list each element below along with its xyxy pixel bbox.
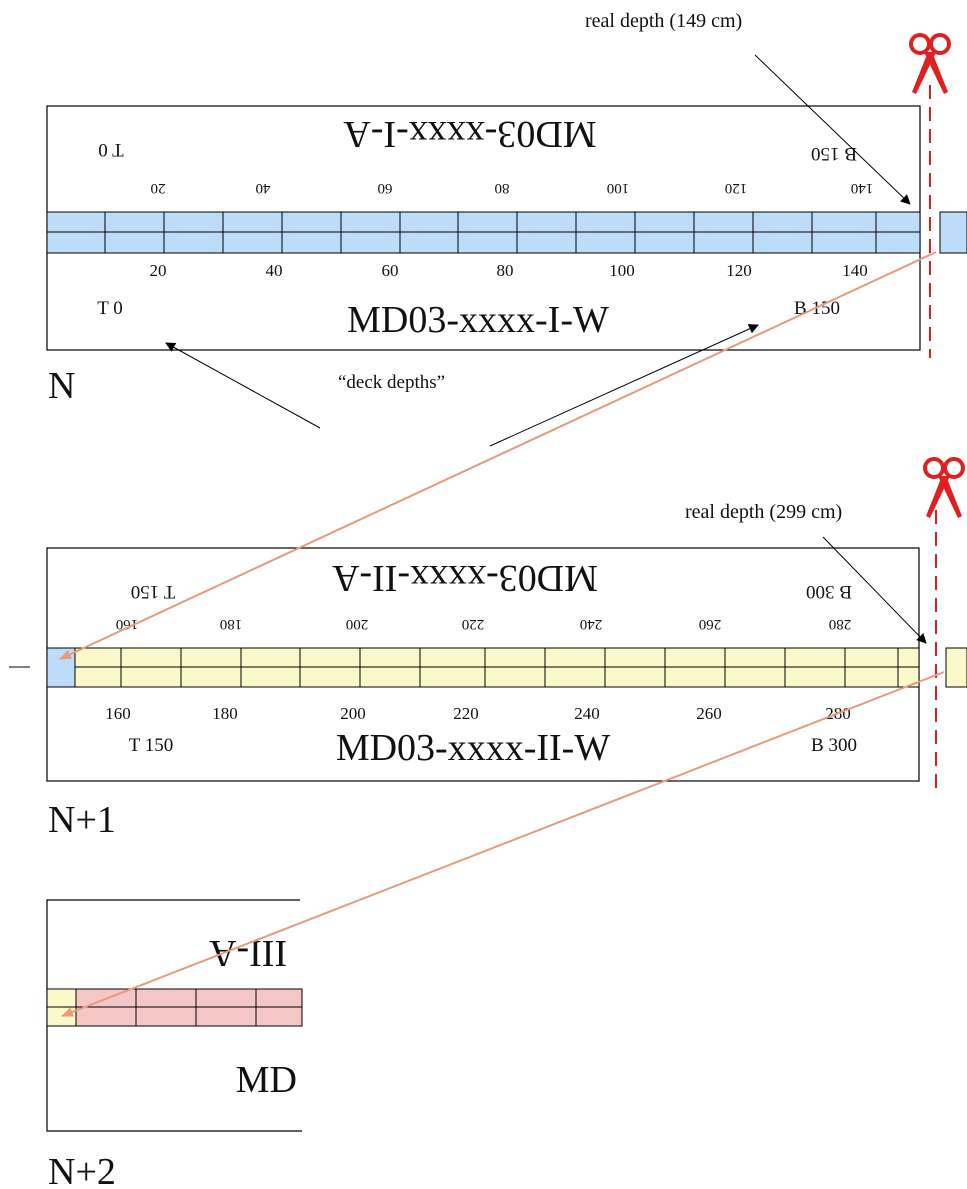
deck-depths-arrow-right (489, 324, 759, 447)
tick-label: 80 (497, 261, 514, 280)
continuation-arrow-2 (61, 671, 945, 1017)
tick-label: 140 (842, 261, 868, 280)
section-n-label: N (48, 365, 75, 407)
continuation-arrow-1 (59, 251, 937, 660)
section-n: 20 40 60 80 100 120 140 20 40 60 80 100 … (46, 105, 967, 407)
tick-label-flipped: 260 (699, 616, 722, 632)
section-n-plus-1-ticks-top: 160 180 200 220 240 260 280 (116, 616, 852, 632)
section-n-top-label: T 0 (97, 298, 123, 319)
tick-label: 40 (266, 261, 283, 280)
tick-label-flipped: 120 (725, 180, 748, 196)
section-n-plus-1-bottom-label-flipped: B 300 (806, 581, 852, 602)
tick-label: 240 (574, 704, 600, 723)
tick-label: 180 (212, 704, 238, 723)
tick-label: 20 (150, 261, 167, 280)
section-n-plus-1-bottom-label: B 300 (811, 735, 857, 756)
tick-label-flipped: 40 (256, 180, 271, 196)
section-n-plus-1-ticks-bottom: 160 180 200 220 240 260 280 (105, 704, 851, 723)
real-depth-label-2: real depth (299 cm) (685, 501, 842, 523)
section-n-ticks-top: 20 40 60 80 100 120 140 (151, 180, 874, 196)
section-n-archive-label: MD03-xxxx-I-A (343, 113, 597, 155)
section-n-plus-1: 160 180 200 220 240 260 280 160 180 200 … (9, 547, 967, 841)
section-n-next-piece (939, 211, 967, 254)
tick-label-flipped: 60 (378, 180, 393, 196)
tick-label-flipped: 160 (116, 616, 139, 632)
real-depth-arrow-1 (754, 54, 911, 205)
tick-label: 60 (382, 261, 399, 280)
real-depth-arrow-2 (822, 536, 927, 644)
section-n-top-label-flipped: T 0 (98, 139, 124, 160)
section-n-bottom-label-flipped: B 150 (811, 143, 857, 164)
section-n-plus-1-top-label: T 150 (129, 735, 174, 756)
deck-depths-arrow-left (165, 342, 321, 429)
tick-label: 160 (105, 704, 131, 723)
section-n-working-label: MD03-xxxx-I-W (347, 299, 609, 341)
tick-label-flipped: 80 (495, 180, 510, 196)
section-n-plus-1-archive-label: MD03-xxxx-II-A (331, 557, 598, 599)
scissors-icon (909, 33, 951, 94)
tick-label-flipped: 280 (829, 616, 852, 632)
section-n-plus-2: III-A MD N+2 (46, 899, 303, 1189)
scissors-icon (923, 457, 965, 518)
tick-label-flipped: 200 (346, 616, 369, 632)
section-n-ticks-bottom: 20 40 60 80 100 120 140 (150, 261, 868, 280)
section-n-core-bar (46, 211, 921, 254)
section-n-bottom-label: B 150 (794, 298, 840, 319)
tick-label-flipped: 180 (220, 616, 243, 632)
tick-label: 120 (726, 261, 752, 280)
tick-label: 200 (340, 704, 366, 723)
section-n-plus-1-core-dividers (120, 648, 899, 687)
tick-label-flipped: 140 (851, 180, 874, 196)
tick-label-flipped: 240 (580, 616, 603, 632)
tick-label: 260 (696, 704, 722, 723)
section-n-plus-2-working-label: MD (236, 1059, 297, 1101)
tick-label-flipped: 100 (607, 180, 630, 196)
section-n-plus-1-core-bar (46, 647, 920, 688)
section-n-core-dividers (104, 212, 877, 253)
deck-depths-label: “deck depths” (338, 372, 445, 393)
section-n-plus-1-next-piece (945, 647, 967, 688)
section-n-plus-2-core-bar (46, 988, 303, 1027)
real-depth-label-1: real depth (149 cm) (585, 10, 742, 32)
section-n-plus-1-working-label: MD03-xxxx-II-W (336, 727, 611, 769)
section-n-plus-1-top-label-flipped: T 150 (131, 581, 176, 602)
section-n-plus-2-label: N+2 (48, 1151, 116, 1189)
section-n-plus-1-label: N+1 (48, 799, 116, 841)
tick-label-flipped: 220 (462, 616, 485, 632)
tick-label: 100 (609, 261, 635, 280)
tick-label-flipped: 20 (151, 180, 166, 196)
tick-label: 220 (453, 704, 479, 723)
section-n-plus-2-archive-label: III-A (208, 932, 287, 974)
